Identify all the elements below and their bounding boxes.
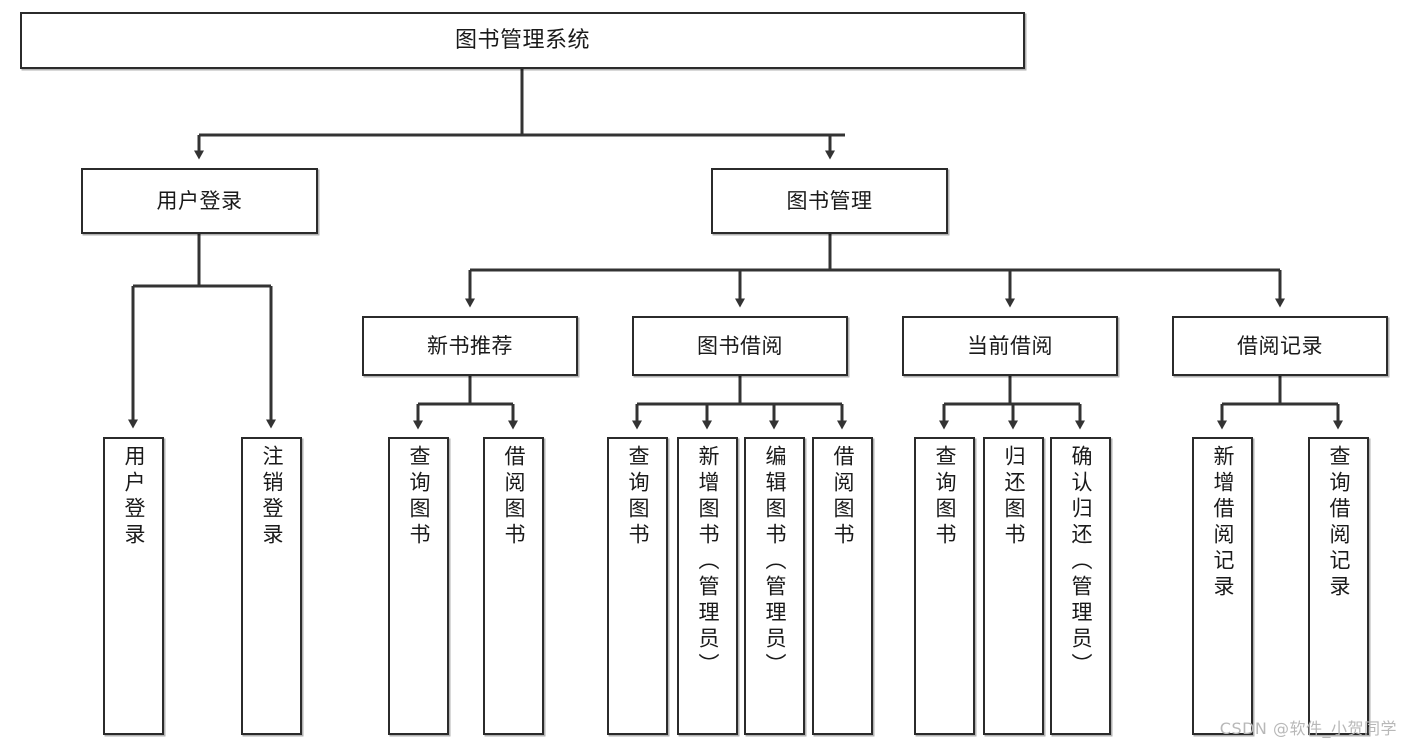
node-current-borrow[interactable]: 当前借阅: [902, 316, 1118, 376]
node-label: 注销登录: [260, 445, 284, 549]
node-new-book-recommend[interactable]: 新书推荐: [362, 316, 578, 376]
node-label: 查询借阅记录: [1327, 445, 1351, 601]
node-book-borrow[interactable]: 图书借阅: [632, 316, 848, 376]
csdn-watermark: CSDN @软件_小贺同学: [1219, 719, 1397, 738]
leaf-query-book-rec[interactable]: 查询图书: [388, 437, 449, 735]
node-user-login[interactable]: 用户登录: [81, 168, 318, 234]
leaf-edit-book-admin[interactable]: 编辑图书（管理员）: [744, 437, 805, 735]
node-label: 查询图书: [933, 445, 957, 549]
node-label: 当前借阅: [967, 333, 1053, 358]
node-book-manage[interactable]: 图书管理: [711, 168, 948, 234]
node-label: 确认归还（管理员）: [1069, 445, 1093, 679]
leaf-add-borrow-record[interactable]: 新增借阅记录: [1192, 437, 1253, 735]
node-label: 图书管理系统: [454, 27, 590, 53]
node-label: 查询图书: [626, 445, 650, 549]
node-label: 编辑图书（管理员）: [763, 445, 787, 679]
leaf-query-borrow-record[interactable]: 查询借阅记录: [1308, 437, 1369, 735]
leaf-logout[interactable]: 注销登录: [241, 437, 302, 735]
node-label: 用户登录: [122, 445, 146, 549]
node-label: 新增图书（管理员）: [696, 445, 720, 679]
leaf-confirm-return-admin[interactable]: 确认归还（管理员）: [1050, 437, 1111, 735]
node-root-system[interactable]: 图书管理系统: [20, 12, 1025, 69]
node-label: 用户登录: [156, 188, 243, 213]
leaf-user-login[interactable]: 用户登录: [103, 437, 164, 735]
leaf-return-book[interactable]: 归还图书: [983, 437, 1044, 735]
leaf-borrow-book[interactable]: 借阅图书: [812, 437, 873, 735]
node-label: 归还图书: [1002, 445, 1026, 549]
node-label: 借阅记录: [1237, 333, 1323, 358]
node-label: 图书借阅: [697, 333, 783, 358]
node-label: 新增借阅记录: [1211, 445, 1235, 601]
node-label: 查询图书: [407, 445, 431, 549]
leaf-query-book-borrow[interactable]: 查询图书: [607, 437, 668, 735]
node-borrow-record[interactable]: 借阅记录: [1172, 316, 1388, 376]
leaf-add-book-admin[interactable]: 新增图书（管理员）: [677, 437, 738, 735]
node-label: 借阅图书: [502, 445, 526, 549]
leaf-query-book-current[interactable]: 查询图书: [914, 437, 975, 735]
node-label: 图书管理: [786, 188, 873, 213]
node-label: 借阅图书: [831, 445, 855, 549]
node-label: 新书推荐: [427, 333, 513, 358]
leaf-borrow-book-rec[interactable]: 借阅图书: [483, 437, 544, 735]
